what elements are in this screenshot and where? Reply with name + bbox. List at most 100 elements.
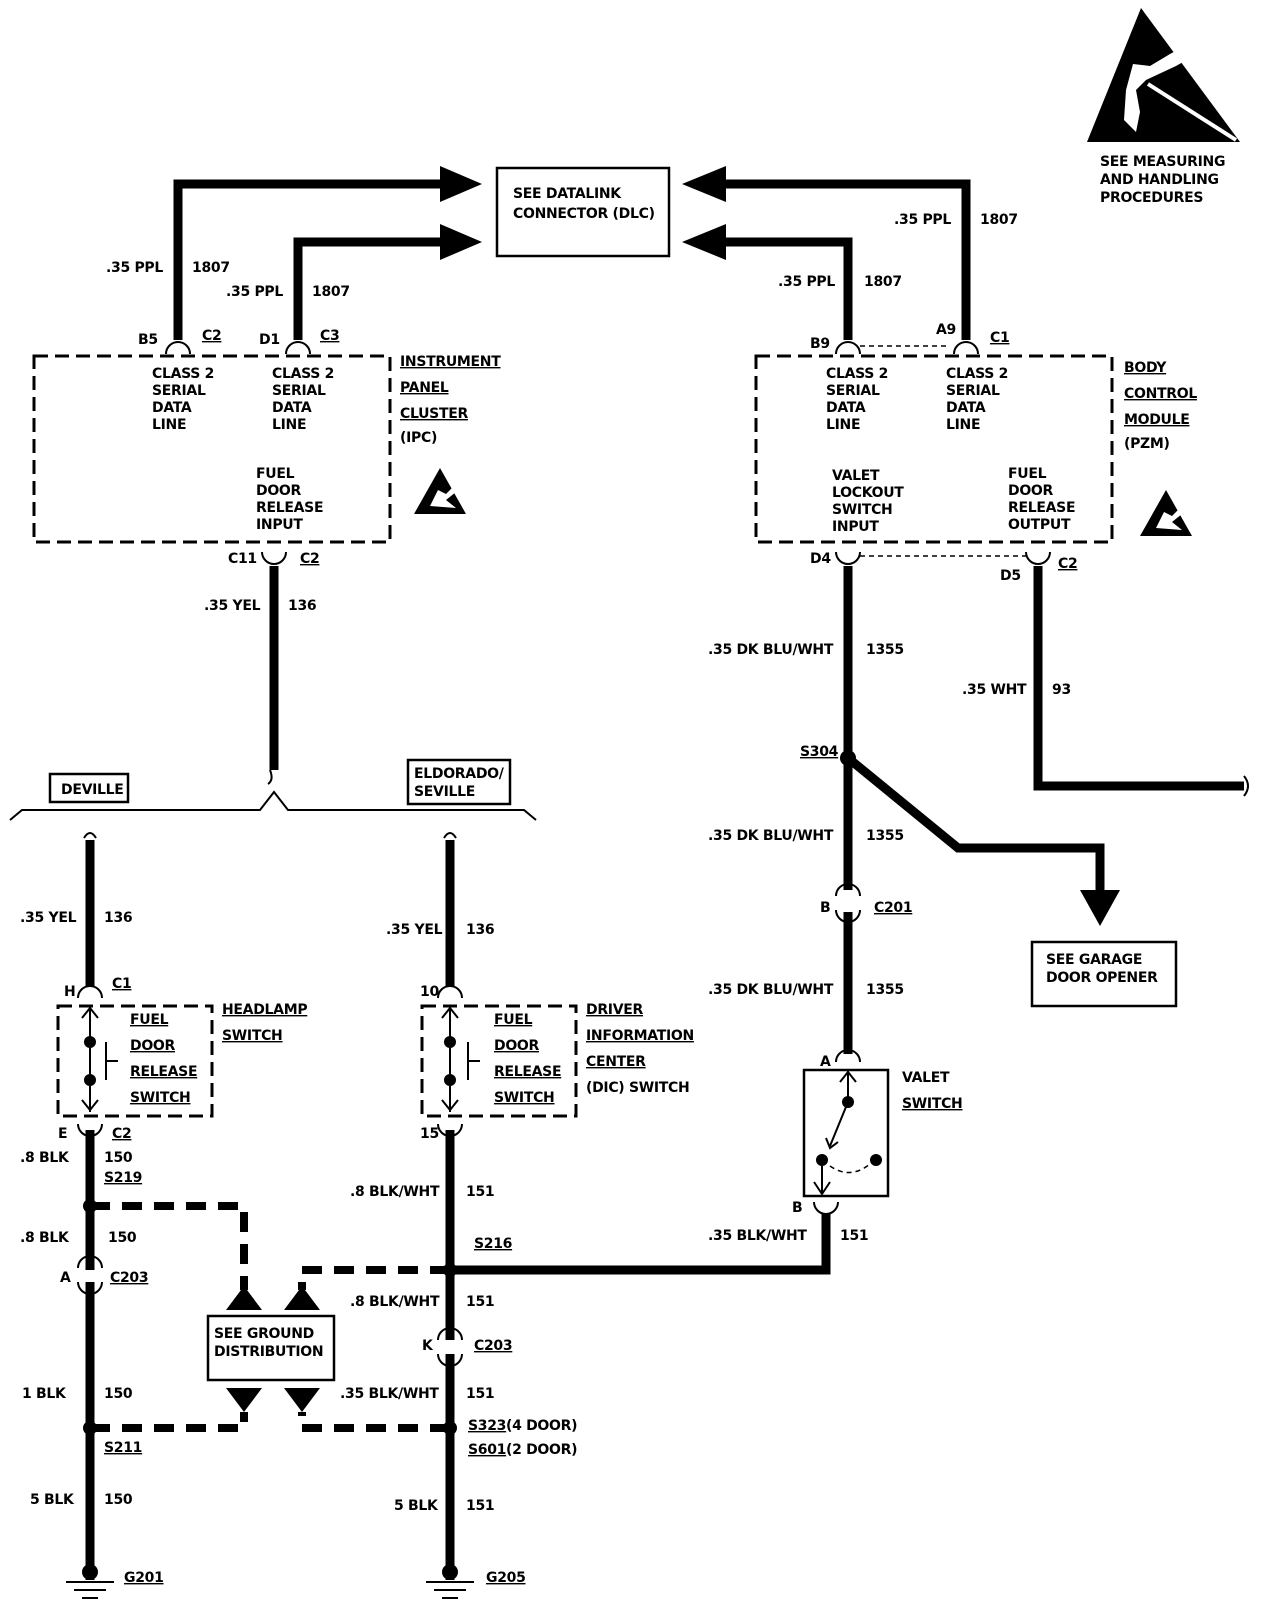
wire-label-dkbluwht-3: .35 DK BLU/WHT — [708, 982, 834, 998]
headlamp-conn-top: C1 — [112, 976, 131, 992]
dic-name-3: CENTER — [586, 1054, 646, 1070]
eldorado-label-1: ELDORADO/ — [414, 766, 505, 782]
circuit-1807-2: 1807 — [312, 284, 350, 300]
bcm-fuel-3: RELEASE — [1008, 500, 1075, 516]
dic-inner-3: RELEASE — [494, 1064, 561, 1080]
bcm-pin-a9: A9 — [936, 322, 956, 338]
dic-pin-top: 10 — [420, 984, 439, 1000]
bcm-name-2: CONTROL — [1124, 386, 1197, 402]
bcm-class2-b-1: CLASS 2 — [946, 366, 1008, 382]
ipc-class2-a-2: SERIAL — [152, 383, 206, 399]
circuit-151-4: 151 — [466, 1498, 494, 1514]
c201-pin: B — [820, 900, 830, 916]
circuit-150-3: 150 — [104, 1386, 133, 1402]
headlamp-inner-1: FUEL — [130, 1012, 169, 1028]
s323-note: (4 DOOR) — [506, 1418, 577, 1434]
esd-note-line2: AND HANDLING — [1100, 172, 1219, 188]
esd-note-line3: PROCEDURES — [1100, 190, 1203, 206]
ipc-b5-wire — [173, 179, 450, 340]
wire-label-blkwht8-1: .8 BLK/WHT — [350, 1184, 440, 1200]
circuit-151-5: 151 — [840, 1228, 868, 1244]
headlamp-conn-bottom: C2 — [112, 1126, 131, 1142]
wire-label-wht: .35 WHT — [962, 682, 1027, 698]
garage-label-2: DOOR OPENER — [1046, 970, 1158, 986]
bcm-pin-d5: D5 — [1000, 568, 1021, 584]
headlamp-name-1: HEADLAMP — [222, 1002, 307, 1018]
bcm-name-1: BODY — [1124, 360, 1167, 376]
wire-label-yel-dic: .35 YEL — [386, 922, 443, 938]
bcm-class2-a-4: LINE — [826, 417, 860, 433]
ipc-class2-a-4: LINE — [152, 417, 186, 433]
bcm-a9-wire — [718, 179, 971, 340]
wire-label-ppl-1: .35 PPL — [106, 260, 163, 276]
wire-label-dkbluwht-2: .35 DK BLU/WHT — [708, 828, 834, 844]
deville-label: DEVILLE — [61, 782, 124, 798]
dlc-arrow-3 — [682, 166, 726, 202]
valet-pin-bottom: B — [792, 1200, 802, 1216]
ipc-class2-b-4: LINE — [272, 417, 306, 433]
circuit-1807-3: 1807 — [980, 212, 1018, 228]
bcm-pin-d4: D4 — [810, 551, 831, 567]
ground-dash-s323 — [298, 1412, 450, 1432]
c203-left-pin: A — [60, 1270, 71, 1286]
circuit-136-dic: 136 — [466, 922, 494, 938]
headlamp-inner-3: RELEASE — [130, 1064, 197, 1080]
garage-label-1: SEE GARAGE — [1046, 952, 1142, 968]
dic-inner-1: FUEL — [494, 1012, 533, 1028]
wire-label-blkwht8-2: .8 BLK/WHT — [350, 1294, 440, 1310]
s323-label: S323 — [468, 1418, 506, 1434]
ipc-conn-b5: C2 — [202, 328, 221, 344]
dic-inner-4: SWITCH — [494, 1090, 554, 1106]
ipc-name-3: CLUSTER — [400, 406, 468, 422]
eldorado-box — [406, 758, 512, 806]
c203-right-pin: K — [422, 1338, 434, 1354]
bcm-class2-a-1: CLASS 2 — [826, 366, 888, 382]
ground-dash-s211 — [90, 1412, 248, 1432]
valet-name-1: VALET — [902, 1070, 950, 1086]
bcm-conn-a9: C1 — [990, 330, 1009, 346]
headlamp-inner-4: SWITCH — [130, 1090, 190, 1106]
dic-name-1: DRIVER — [586, 1002, 644, 1018]
wire-label-blk5-right: 5 BLK — [394, 1498, 439, 1514]
bcm-name-4: (PZM) — [1124, 436, 1170, 452]
dic-switch-box — [420, 1004, 578, 1118]
bcm-class2-b-4: LINE — [946, 417, 980, 433]
ipc-class2-b-1: CLASS 2 — [272, 366, 334, 382]
ipc-d1-wire — [293, 237, 450, 340]
dic-pin-bottom: 15 — [420, 1126, 439, 1142]
ipc-fuel-input-2: DOOR — [256, 483, 302, 499]
dlc-box — [495, 166, 671, 258]
wire-label-blkwht35-2: .35 BLK/WHT — [708, 1228, 807, 1244]
ipc-class2-b-3: DATA — [272, 400, 312, 416]
c201-label: C201 — [874, 900, 912, 916]
circuit-1355-2: 1355 — [866, 828, 904, 844]
wire-label-blkwht35-1: .35 BLK/WHT — [340, 1386, 439, 1402]
bcm-name-3: MODULE — [1124, 412, 1190, 428]
bcm-valet-1: VALET — [832, 468, 880, 484]
wire-label-dkbluwht-1: .35 DK BLU/WHT — [708, 642, 834, 658]
headlamp-name-2: SWITCH — [222, 1028, 282, 1044]
bcm-class2-b-3: DATA — [946, 400, 986, 416]
s601-label: S601 — [468, 1442, 506, 1458]
ground-dash-s216 — [298, 1266, 450, 1290]
bcm-class2-a-3: DATA — [826, 400, 866, 416]
bcm-b9-wire — [718, 237, 853, 340]
garage-box — [1030, 940, 1178, 1008]
eldorado-label-2: SEVILLE — [414, 784, 475, 800]
wht-wire — [1033, 566, 1244, 791]
ipc-module-box — [32, 354, 392, 544]
ipc-name-4: (IPC) — [400, 430, 437, 446]
c203-right-label: C203 — [474, 1338, 512, 1354]
wire-label-yel-deville: .35 YEL — [20, 910, 77, 926]
ipc-name-2: PANEL — [400, 380, 449, 396]
bcm-module-box — [754, 354, 1114, 544]
s304-label: S304 — [800, 744, 839, 760]
valet-switch-box — [802, 1068, 890, 1198]
headlamp-pin-top: H — [64, 984, 75, 1000]
g201-label: G201 — [124, 1570, 164, 1586]
ipc-pin-d1: D1 — [259, 332, 280, 348]
wire-label-blk8-2: .8 BLK — [20, 1230, 70, 1246]
dlc-arrow-2 — [440, 224, 482, 260]
ipc-esd-icon — [414, 468, 466, 514]
ipc-pin-b5: B5 — [138, 332, 158, 348]
